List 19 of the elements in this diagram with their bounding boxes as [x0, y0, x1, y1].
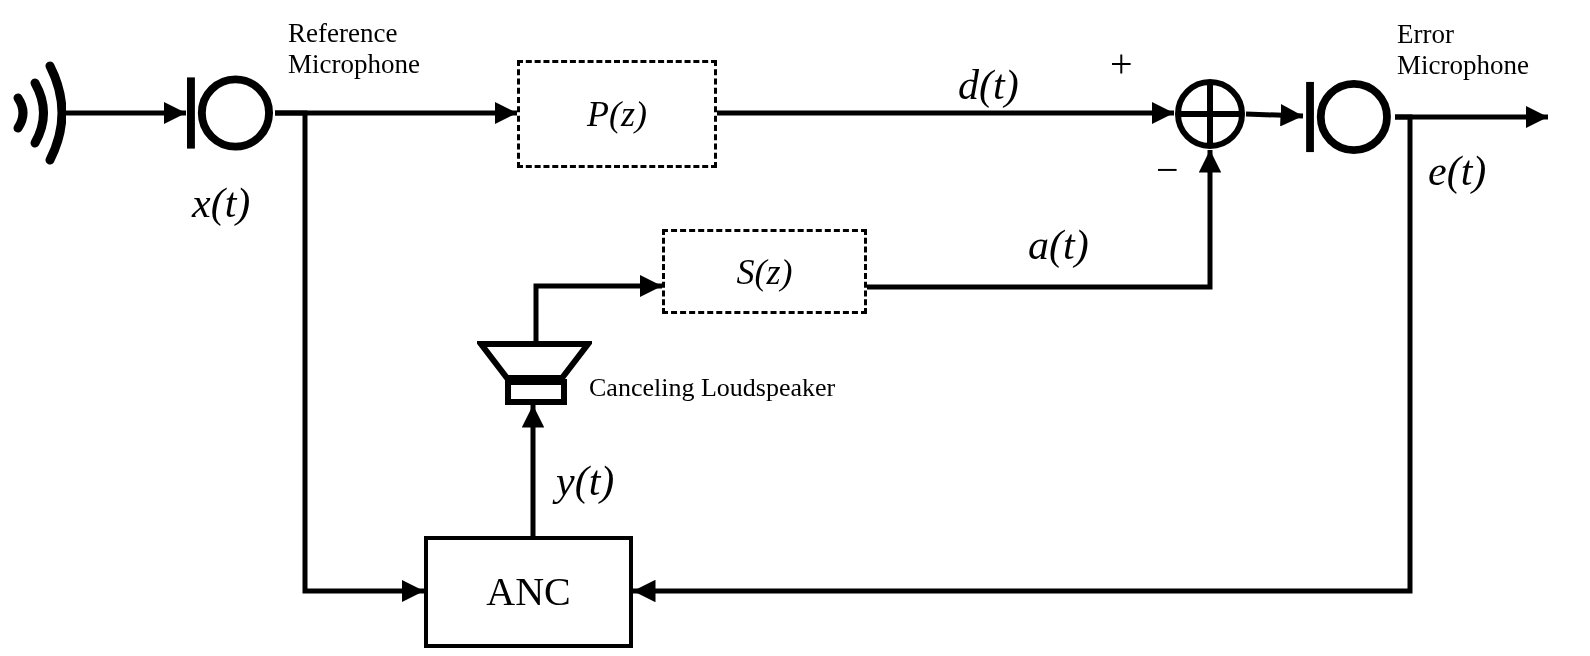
- signal-arrow: [717, 101, 1174, 125]
- signal-arrow: [533, 274, 662, 341]
- component-label: Error Microphone: [1397, 19, 1530, 82]
- transfer-function-box: [517, 60, 717, 168]
- signal-arrow: [633, 114, 1413, 603]
- signal-arrow: [275, 110, 424, 603]
- block-label: S(z): [736, 253, 793, 290]
- block-label: P(z): [587, 96, 647, 132]
- signal-arrow: [521, 405, 545, 536]
- signal-arrow: [867, 150, 1222, 290]
- block-label: ANC: [486, 572, 571, 612]
- component-label: Canceling Loudspeaker: [589, 373, 837, 403]
- controller-box: [424, 536, 633, 648]
- signal-arrow: [66, 101, 186, 125]
- component-label: Reference Microphone: [288, 18, 421, 81]
- sign-label: +: [1110, 44, 1133, 84]
- transfer-function-box: [662, 229, 867, 314]
- sign-label: −: [1156, 150, 1179, 190]
- signal-arrow: [1245, 103, 1304, 127]
